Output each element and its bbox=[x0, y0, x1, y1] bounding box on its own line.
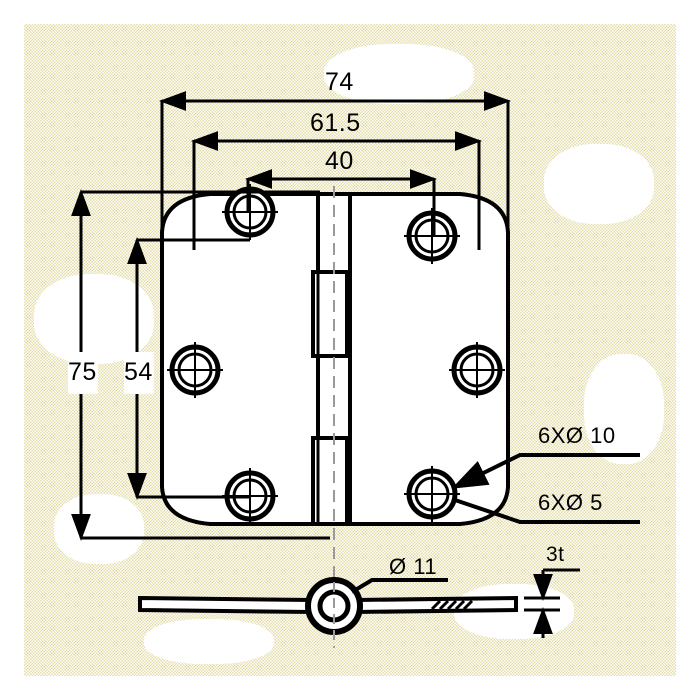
knuckle-column bbox=[311, 192, 352, 526]
dim-label-bore: Ø 11 bbox=[389, 554, 438, 579]
callout-label-through-hole: 6XØ 5 bbox=[538, 490, 603, 515]
leader-counterbore bbox=[451, 453, 640, 489]
dimension-lines-horizontal bbox=[159, 91, 511, 189]
extension-lines bbox=[81, 100, 510, 540]
dim-label-74: 74 bbox=[325, 68, 354, 96]
dim-3t bbox=[524, 568, 580, 638]
side-view bbox=[138, 566, 518, 648]
screw-hole bbox=[167, 342, 223, 398]
screw-hole bbox=[222, 184, 278, 240]
screw-hole bbox=[404, 208, 460, 264]
paper-blotch bbox=[144, 619, 274, 664]
section-hatching bbox=[430, 599, 474, 611]
screw-hole bbox=[449, 342, 505, 398]
paper-blotch bbox=[584, 354, 664, 464]
hinge-body-outline bbox=[160, 192, 510, 526]
dim-label-thickness: 3t bbox=[546, 543, 565, 566]
paper-blotch bbox=[544, 144, 654, 224]
screw-hole bbox=[404, 466, 460, 522]
callout-label-counterbore: 6XØ 10 bbox=[538, 423, 616, 448]
dim-label-40: 40 bbox=[325, 147, 354, 175]
leader-bore bbox=[350, 578, 448, 594]
paper-blotch bbox=[54, 494, 144, 564]
callout-leaders bbox=[451, 453, 640, 524]
leader-through-hole bbox=[454, 498, 640, 524]
dim-label-61-5: 61.5 bbox=[310, 109, 361, 137]
dim-label-75: 75 bbox=[68, 358, 97, 386]
dim-label-54: 54 bbox=[124, 358, 153, 386]
